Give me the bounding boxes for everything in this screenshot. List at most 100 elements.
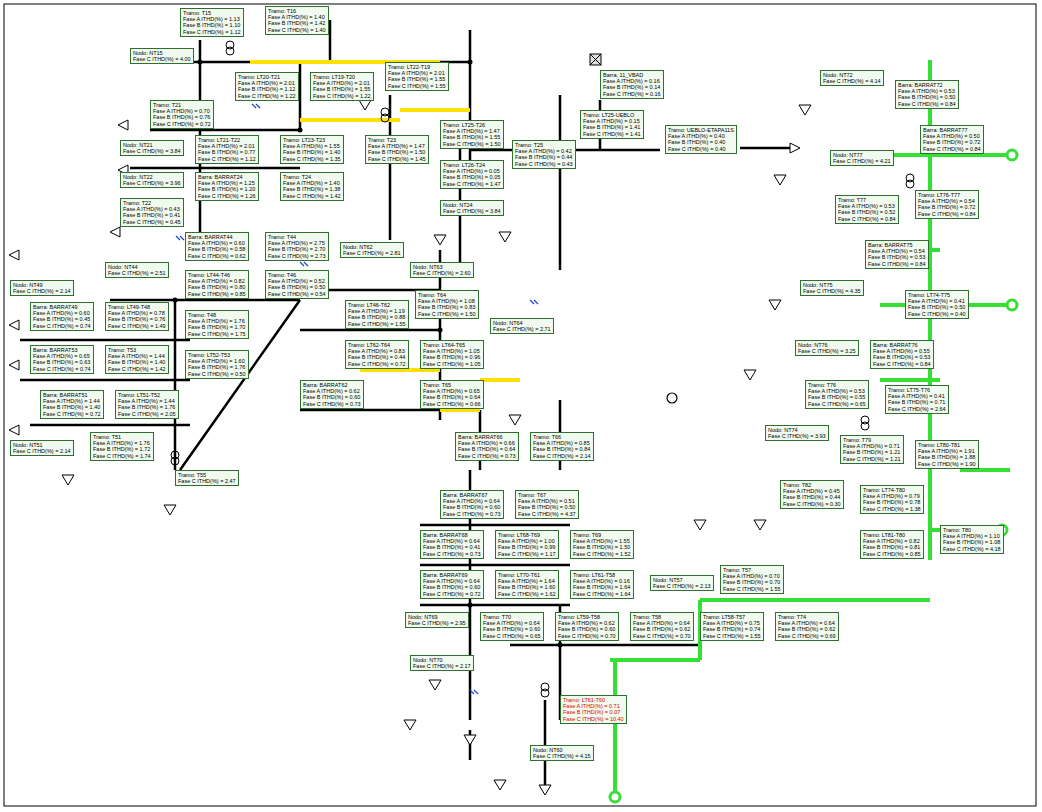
- ithd-reading: Fase B ITHD(%) = 1.55: [443, 134, 501, 140]
- measurement-box: Tramo: LT76-T77Fase A ITHD(%) = 0.54Fase…: [915, 190, 979, 219]
- measurement-box: Barra: BARRAT53Fase A ITHD(%) = 0.65Fase…: [30, 345, 94, 374]
- ithd-reading: Fase B ITHD(%) = 0.53: [868, 254, 926, 260]
- ithd-reading: Fase B ITHD(%) = 0.96: [423, 354, 481, 360]
- element-name: Tramo: LT74-T75: [908, 292, 966, 298]
- ithd-reading: Fase C ITHD(%) = 10.40: [563, 716, 624, 722]
- ithd-reading: Fase B ITHD(%) = 0.60: [483, 626, 541, 632]
- measurement-box: Tramo: T64Fase A ITHD(%) = 1.08Fase B IT…: [415, 290, 479, 319]
- ithd-reading: Fase C ITHD(%) = 2.64: [888, 406, 946, 412]
- ithd-reading: Fase B ITHD(%) = 0.76: [108, 316, 166, 322]
- ithd-reading: Fase A ITHD(%) = 2.75: [268, 240, 326, 246]
- source-circle: [1007, 300, 1017, 310]
- ithd-reading: Fase B ITHD(%) = 0.83: [418, 304, 476, 310]
- ithd-reading: Fase B ITHD(%) = 0.71: [888, 399, 946, 405]
- ithd-reading: Fase B ITHD(%) = 1.50: [368, 149, 426, 155]
- ithd-reading: Fase B ITHD(%) = 1.70: [188, 324, 246, 330]
- element-name: Tramo: T79: [843, 437, 901, 443]
- ithd-reading: Fase B ITHD(%) = 1.55: [313, 86, 371, 92]
- ithd-reading: Fase A ITHD(%) = 0.53: [838, 203, 896, 209]
- ithd-reading: Fase C ITHD(%) = 2.73: [268, 253, 326, 259]
- ithd-reading: Fase C ITHD(%) = 1.55: [348, 321, 406, 327]
- ithd-reading: Fase A ITHD(%) = 0.43: [123, 206, 181, 212]
- ithd-reading: Fase C ITHD(%) = 0.73: [423, 551, 481, 557]
- ithd-reading: Fase A ITHD(%) = 2.01: [238, 80, 296, 86]
- element-name: Tramo: LT58-T57: [703, 614, 761, 620]
- ithd-reading: Fase A ITHD(%) = 0.15: [583, 118, 641, 124]
- measurement-box: Nodo: NT15Fase C ITHD(%) = 4.00: [130, 48, 194, 64]
- element-name: Nodo: NT70: [413, 657, 471, 663]
- ithd-reading: Fase B ITHD(%) = 1.41: [583, 124, 641, 130]
- element-name: Tramo: T64: [418, 292, 476, 298]
- junction-dot: [438, 328, 443, 333]
- measurement-box: Tramo: T65Fase A ITHD(%) = 0.65Fase B IT…: [420, 380, 484, 409]
- measurement-box: Barra: BARRAT75Fase A ITHD(%) = 0.54Fase…: [865, 240, 929, 269]
- ithd-reading: Fase C ITHD(%) = 3.25: [798, 348, 856, 354]
- measurement-box: Barra: BARRAT49Fase A ITHD(%) = 0.60Fase…: [30, 302, 94, 331]
- ithd-reading: Fase C ITHD(%) = 0.43: [515, 161, 573, 167]
- ithd-reading: Fase B ITHD(%) = 0.53: [873, 354, 931, 360]
- ithd-reading: Fase B ITHD(%) = 0.62: [778, 626, 836, 632]
- ithd-reading: Fase B ITHD(%) = 0.45: [33, 316, 91, 322]
- ithd-reading: Fase C ITHD(%) = 3.84: [443, 208, 501, 214]
- measurement-box: Nodo: NT69Fase C ITHD(%) = 2.95: [405, 612, 469, 628]
- element-name: Tramo: T77: [838, 197, 896, 203]
- black-feeder: [20, 20, 790, 790]
- ithd-reading: Fase C ITHD(%) = 2.17: [413, 663, 471, 669]
- ithd-reading: Fase C ITHD(%) = 1.42: [283, 193, 341, 199]
- measurement-box: Tramo: LT81-T80Fase A ITHD(%) = 0.82Fase…: [860, 530, 924, 559]
- measurement-box: Tramo: LT26-T24Fase A ITHD(%) = 0.05Fase…: [440, 160, 504, 189]
- ithd-reading: Fase B ITHD(%) = 0.44: [348, 354, 406, 360]
- measurement-box: Tramo: LT46-T62Fase A ITHD(%) = 1.19Fase…: [345, 300, 409, 329]
- measurement-box: Nodo: NT62Fase C ITHD(%) = 2.81: [340, 242, 404, 258]
- ithd-reading: Fase A ITHD(%) = 0.40: [668, 133, 734, 139]
- ithd-reading: Fase A ITHD(%) = 0.82: [863, 538, 921, 544]
- ithd-reading: Fase B ITHD(%) = 2.70: [268, 246, 326, 252]
- measurement-box: Nodo: NT64Fase C ITHD(%) = 2.71: [490, 318, 554, 334]
- ithd-reading: Fase C ITHD(%) = 1.12: [198, 156, 256, 162]
- ithd-reading: Fase B ITHD(%) = 1.64: [573, 584, 631, 590]
- ithd-reading: Fase A ITHD(%) = 2.01: [388, 70, 446, 76]
- measurement-box: Barra: BARRAT69Fase A ITHD(%) = 0.64Fase…: [420, 570, 484, 599]
- measurement-box: Tramo: LT64-T65Fase A ITHD(%) = 1.05Fase…: [420, 340, 484, 369]
- ithd-reading: Fase C ITHD(%) = 2.14: [13, 448, 71, 454]
- ithd-reading: Fase B ITHD(%) = 1.76: [188, 364, 246, 370]
- measurement-box: Nodo: NT57Fase C ITHD(%) = 2.13: [650, 575, 714, 591]
- ithd-reading: Fase C ITHD(%) = 1.22: [313, 93, 371, 99]
- ithd-reading: Fase B ITHD(%) = 1.10: [183, 22, 241, 28]
- measurement-box: Tramo: T80Fase A ITHD(%) = 1.10Fase B IT…: [940, 525, 1004, 554]
- ithd-reading: Fase A ITHD(%) = 1.08: [418, 298, 476, 304]
- measurement-box: Tramo: T74Fase A ITHD(%) = 0.64Fase B IT…: [775, 612, 839, 641]
- source-cross: [590, 54, 601, 65]
- element-name: Tramo: LT49-T48: [108, 304, 166, 310]
- ithd-reading: Fase C ITHD(%) = 0.65: [808, 401, 866, 407]
- element-name: Tramo: LT64-T65: [423, 342, 481, 348]
- element-name: Tramo: LT22-T19: [388, 64, 446, 70]
- ithd-reading: Fase B ITHD(%) = 0.64: [458, 446, 516, 452]
- ithd-reading: Fase C ITHD(%) = 0.84: [923, 146, 981, 152]
- element-name: Nodo: NT62: [343, 244, 401, 250]
- ithd-reading: Fase B ITHD(%) = 0.99: [498, 544, 556, 550]
- measurement-box: Tramo: T77Fase A ITHD(%) = 0.53Fase B IT…: [835, 195, 899, 224]
- ithd-reading: Fase A ITHD(%) = 0.54: [868, 248, 926, 254]
- measurement-box: Barra: BARRAT67Fase A ITHD(%) = 0.64Fase…: [440, 490, 504, 519]
- transformer-winding: [861, 422, 869, 430]
- ithd-reading: Fase B ITHD(%) = 1.21: [843, 449, 901, 455]
- ithd-reading: Fase B ITHD(%) = 1.08: [943, 539, 1001, 545]
- ithd-reading: Fase C ITHD(%) = 1.35: [283, 156, 341, 162]
- measurement-box: Nodo: NT75Fase C ITHD(%) = 4.35: [800, 280, 864, 296]
- measurement-box: Tramo: LT51-T52Fase A ITHD(%) = 1.44Fase…: [115, 390, 179, 419]
- measurement-box: Tramo: T21Fase A ITHD(%) = 0.70Fase B IT…: [150, 100, 214, 129]
- ithd-reading: Fase C ITHD(%) = 1.38: [863, 506, 921, 512]
- element-name: Tramo: LT76-T77: [918, 192, 976, 198]
- element-name: Barra: BARRAT62: [303, 382, 361, 388]
- ithd-reading: Fase C ITHD(%) = 0.72: [423, 591, 481, 597]
- element-name: Tramo: T15: [183, 10, 241, 16]
- measurement-box: Tramo: LT25-UEBLOFase A ITHD(%) = 0.15Fa…: [580, 110, 644, 139]
- ithd-reading: Fase A ITHD(%) = 2.01: [313, 80, 371, 86]
- ithd-reading: Fase A ITHD(%) = 1.40: [268, 14, 326, 20]
- ithd-reading: Fase B ITHD(%) = 0.50: [268, 284, 326, 290]
- element-name: Tramo: LT26-T24: [443, 162, 501, 168]
- ithd-reading: Fase A ITHD(%) = 1.91: [918, 448, 976, 454]
- measurement-box: Nodo: NT22Fase C ITHD(%) = 3.96: [120, 172, 184, 188]
- element-name: Tramo: T65: [423, 382, 481, 388]
